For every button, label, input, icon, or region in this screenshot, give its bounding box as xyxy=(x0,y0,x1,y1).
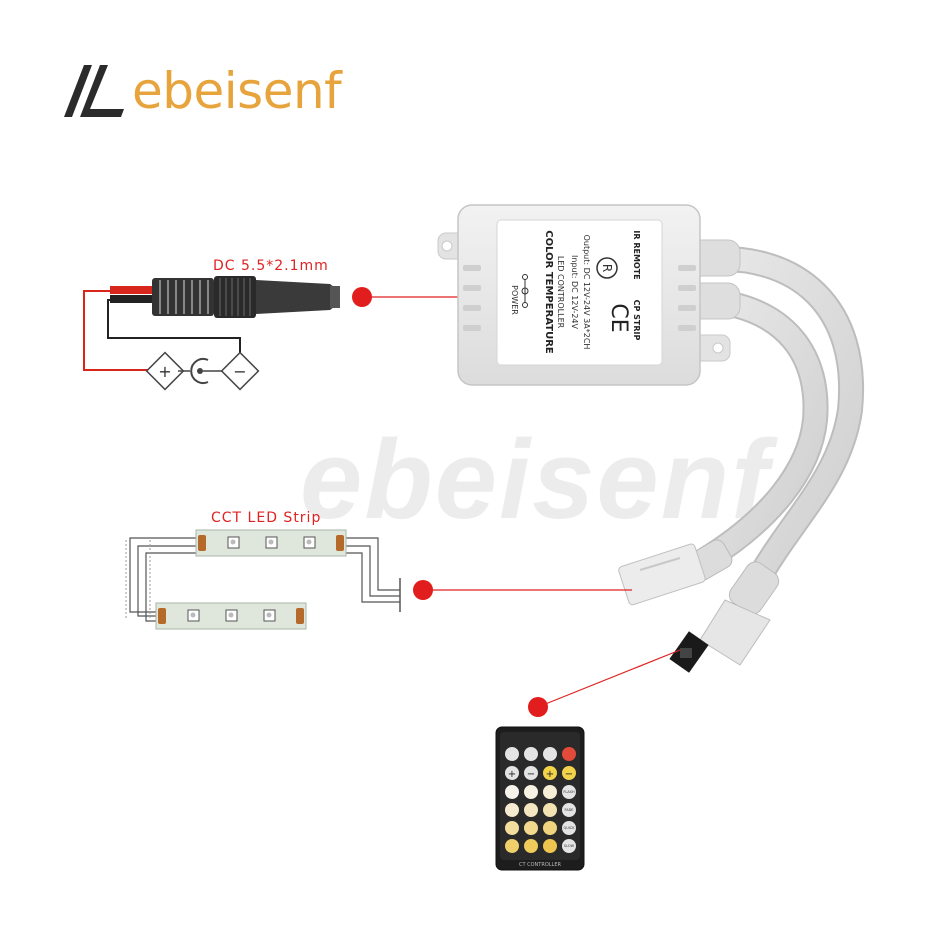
controller-box: POWER COLOR TEMPERATURE LED CONTROLLER I… xyxy=(437,204,731,386)
remote-btn-on-icon xyxy=(543,747,557,761)
remote-btn-flash: FLASH xyxy=(563,790,575,794)
brand-name: ebeisenf xyxy=(132,62,342,120)
black-wire xyxy=(110,295,158,303)
strip-label: CCT LED Strip xyxy=(211,510,321,526)
controller-subtitle: LED CONTROLLER xyxy=(556,256,565,329)
polarity-minus: − xyxy=(233,362,246,381)
remote-plus-2: + xyxy=(546,769,554,780)
rohs-icon xyxy=(596,257,618,279)
pointer-dot-dc xyxy=(352,287,372,307)
watermark-text: ebeisenf xyxy=(300,417,771,542)
remote-footer: CT CONTROLLER xyxy=(519,862,561,868)
brand-logo: ebeisenf xyxy=(62,62,342,120)
remote-btn-cool-icon xyxy=(505,747,519,761)
remote-plus-1: + xyxy=(508,769,516,780)
pointer-dot-strip xyxy=(413,580,433,600)
remote-minus-2: − xyxy=(565,769,573,780)
power-polarity-icon xyxy=(521,274,529,308)
ir-remote-label: IR REMOTE xyxy=(632,230,641,279)
dc-jack-label: DC 5.5*2.1mm xyxy=(213,258,329,274)
remote-control: + − + − FLASH FADE QUICK SLOW xyxy=(495,726,585,871)
controller-title: COLOR TEMPERATURE xyxy=(543,230,554,354)
dc-barrel-connector xyxy=(152,276,340,318)
controller-cables xyxy=(679,239,865,598)
remote-btn-slow: SLOW xyxy=(564,844,575,848)
power-label: POWER xyxy=(510,285,519,315)
controller-output-spec: Output: DC 12V-24V 3A*2CH xyxy=(582,235,591,350)
remote-btn-quick: QUICK xyxy=(563,826,575,830)
remote-minus-1: − xyxy=(527,769,535,780)
pointer-line-ir xyxy=(537,649,681,708)
controller-input-spec: Input: DC 12V-24V xyxy=(570,255,579,329)
pointer-dot-ir xyxy=(528,697,548,717)
strip-port-label: CP STRIP xyxy=(632,300,641,341)
polarity-symbol: + − xyxy=(145,351,260,391)
polarity-plus: + xyxy=(158,362,171,381)
ir-receiver-plug xyxy=(669,561,780,673)
remote-btn-fade: FADE xyxy=(565,808,574,812)
remote-btn-warm-icon xyxy=(524,747,538,761)
ce-mark: CE xyxy=(606,303,631,332)
red-wire xyxy=(110,286,158,294)
cct-led-strip xyxy=(125,529,401,630)
rohs-mark: R xyxy=(600,264,614,272)
remote-btn-off-icon xyxy=(562,747,576,761)
brand-mark-icon xyxy=(64,65,124,117)
strip-connector xyxy=(618,539,733,606)
dc-wiring xyxy=(83,286,241,371)
